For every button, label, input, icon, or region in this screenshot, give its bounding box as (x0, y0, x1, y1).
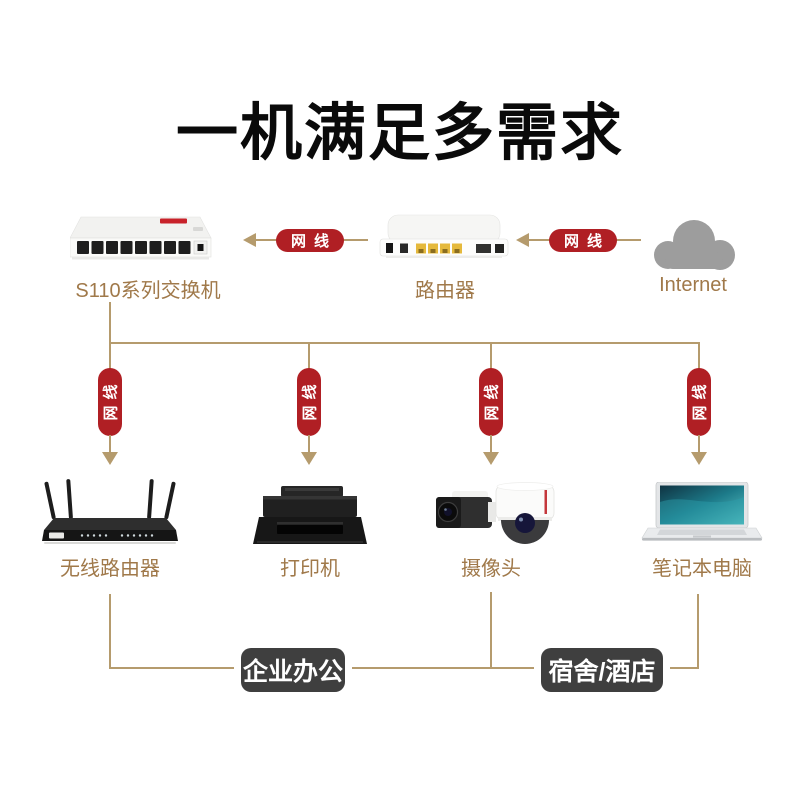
down-arrow-icon-4 (691, 452, 707, 465)
wireless-router-image (42, 479, 178, 544)
cable-badge-vertical-2: 网线 (297, 368, 321, 436)
branch-line-3-top (490, 342, 492, 369)
cable-badge-vertical-3: 网线 (479, 368, 503, 436)
camera-label: 摄像头 (461, 558, 521, 580)
down-arrow-icon-3 (483, 452, 499, 465)
branch-line-2-top (308, 342, 310, 369)
branch-line-1-top (109, 342, 111, 369)
bracket-riser-1 (109, 594, 111, 668)
cable-badge-vertical-4: 网线 (687, 368, 711, 436)
internet-cloud-icon (654, 220, 735, 270)
bracket-riser-2 (490, 592, 492, 668)
internet-label: Internet (659, 274, 727, 296)
page-title: 一机满足多需求 (175, 99, 624, 168)
group-badge-dorm-hotel: 宿舍/酒店 (541, 648, 663, 692)
branch-line-4-bottom (698, 435, 700, 452)
switch-label: S110系列交换机 (75, 280, 221, 302)
branch-line-3-bottom (490, 435, 492, 452)
camera-image (436, 482, 555, 544)
left-arrow-icon-1 (243, 233, 256, 247)
branch-line-4-top (698, 342, 700, 369)
branch-line-2-bottom (308, 435, 310, 452)
router-label: 路由器 (415, 280, 475, 302)
laptop-label: 笔记本电脑 (652, 558, 752, 580)
cable-badge-2: 网线 (549, 229, 617, 252)
down-arrow-icon-1 (102, 452, 118, 465)
down-arrow-icon-2 (301, 452, 317, 465)
cable-badge-vertical-1: 网线 (98, 368, 122, 436)
router-image (379, 214, 509, 258)
cable-badge-1: 网线 (276, 229, 344, 252)
switch-image (70, 216, 212, 260)
left-arrow-icon-2 (516, 233, 529, 247)
trunk-line (109, 302, 111, 342)
printer-label: 打印机 (280, 558, 340, 580)
bus-line (109, 342, 700, 344)
wireless-router-label: 无线路由器 (60, 558, 160, 580)
branch-line-1-bottom (109, 435, 111, 452)
laptop-image (641, 482, 763, 541)
printer-image (253, 486, 367, 544)
group-badge-office: 企业办公 (241, 648, 345, 692)
bracket-riser-3 (697, 594, 699, 668)
bracket-line (109, 667, 699, 669)
